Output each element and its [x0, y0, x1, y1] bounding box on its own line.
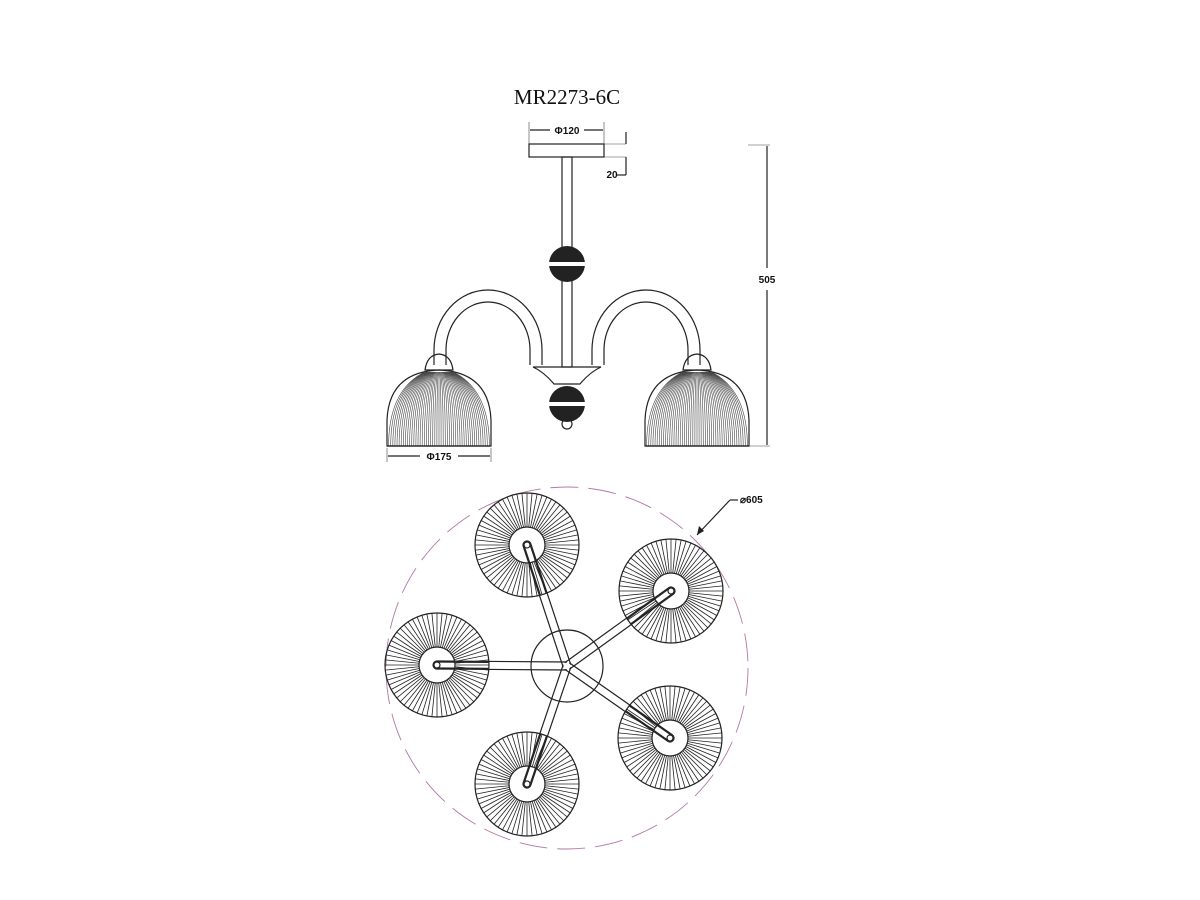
upper-ball — [549, 246, 585, 282]
canopy-height-label: 20 — [606, 170, 618, 181]
shade-cap — [424, 353, 454, 371]
plan-arm — [432, 660, 568, 671]
center-cup — [532, 366, 602, 385]
overall-diameter-label: ⌀605 — [740, 495, 763, 506]
canopy-diameter-label: Φ120 — [555, 126, 580, 137]
plan-shade — [474, 492, 580, 598]
finial — [561, 418, 573, 430]
shade-diameter-label: Φ175 — [427, 452, 452, 463]
canopy — [528, 143, 605, 158]
overall-diameter-circle — [385, 486, 749, 850]
total-height-label: 505 — [759, 275, 776, 286]
plan-arm — [522, 664, 572, 789]
plan-shade — [617, 685, 723, 791]
shade-left — [386, 353, 492, 447]
shade-cap — [682, 353, 712, 371]
plan-arm — [522, 540, 572, 668]
shade-right — [644, 353, 750, 447]
shade-glass — [386, 369, 492, 447]
plan-shade — [474, 731, 580, 837]
plan-arm — [564, 662, 675, 743]
top-view: ⌀605 — [384, 486, 763, 850]
plan-arm — [564, 586, 676, 670]
shade-glass — [644, 369, 750, 447]
elevation-view: Φ120 20 Φ175 — [386, 122, 776, 463]
plan-shade — [618, 538, 724, 644]
lower-ball — [549, 386, 585, 422]
hub — [530, 629, 604, 703]
model-title: MR2273-6C — [514, 85, 620, 109]
plan-shade — [384, 612, 490, 718]
